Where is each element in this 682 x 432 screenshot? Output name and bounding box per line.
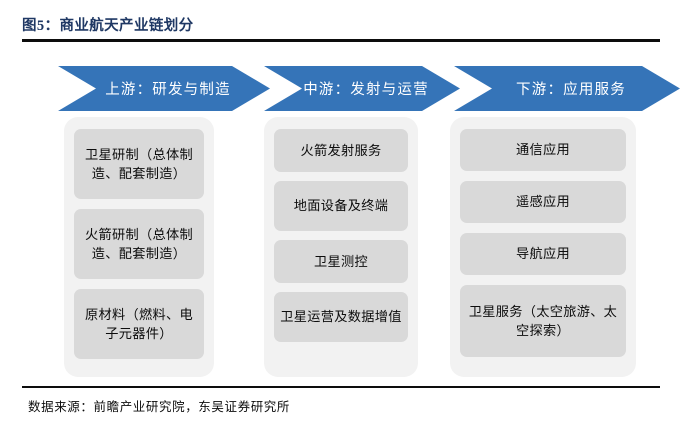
node-item: 卫星运营及数据增值: [274, 292, 408, 342]
node-item: 通信应用: [460, 129, 626, 171]
stage-header-upstream-label: 上游：研发与制造: [105, 82, 231, 98]
stage-column-upstream: 卫星研制（总体制造、配套制造） 火箭研制（总体制造、配套制造） 原材料（燃料、电…: [64, 117, 214, 377]
node-item: 卫星研制（总体制造、配套制造）: [74, 129, 204, 199]
node-item: 火箭发射服务: [274, 129, 408, 172]
node-item: 导航应用: [460, 233, 626, 275]
node-item: 卫星服务（太空旅游、太空探索）: [460, 285, 626, 357]
stage-header-midstream: 中游：发射与运营: [264, 66, 460, 111]
stage-header-upstream: 上游：研发与制造: [58, 66, 270, 111]
source-note: 数据来源：前瞻产业研究院，东吴证券研究所: [28, 400, 291, 414]
title-divider: [22, 39, 660, 42]
node-item: 遥感应用: [460, 181, 626, 223]
node-item: 卫星测控: [274, 240, 408, 283]
node-item: 原材料（燃料、电子元器件）: [74, 289, 204, 359]
value-chain-columns: 卫星研制（总体制造、配套制造） 火箭研制（总体制造、配套制造） 原材料（燃料、电…: [58, 117, 680, 377]
stage-header-downstream: 下游：应用服务: [454, 66, 680, 111]
footer-divider: [22, 386, 660, 388]
figure-title: 图5：商业航天产业链划分: [22, 18, 194, 34]
value-chain-header-row: 上游：研发与制造 中游：发射与运营 下游：应用服务: [58, 66, 680, 111]
stage-header-downstream-label: 下游：应用服务: [516, 82, 626, 98]
stage-column-midstream: 火箭发射服务 地面设备及终端 卫星测控 卫星运营及数据增值: [264, 117, 418, 377]
node-item: 火箭研制（总体制造、配套制造）: [74, 209, 204, 279]
stage-column-downstream: 通信应用 遥感应用 导航应用 卫星服务（太空旅游、太空探索）: [450, 117, 636, 377]
stage-header-midstream-label: 中游：发射与运营: [303, 82, 429, 98]
node-item: 地面设备及终端: [274, 181, 408, 231]
